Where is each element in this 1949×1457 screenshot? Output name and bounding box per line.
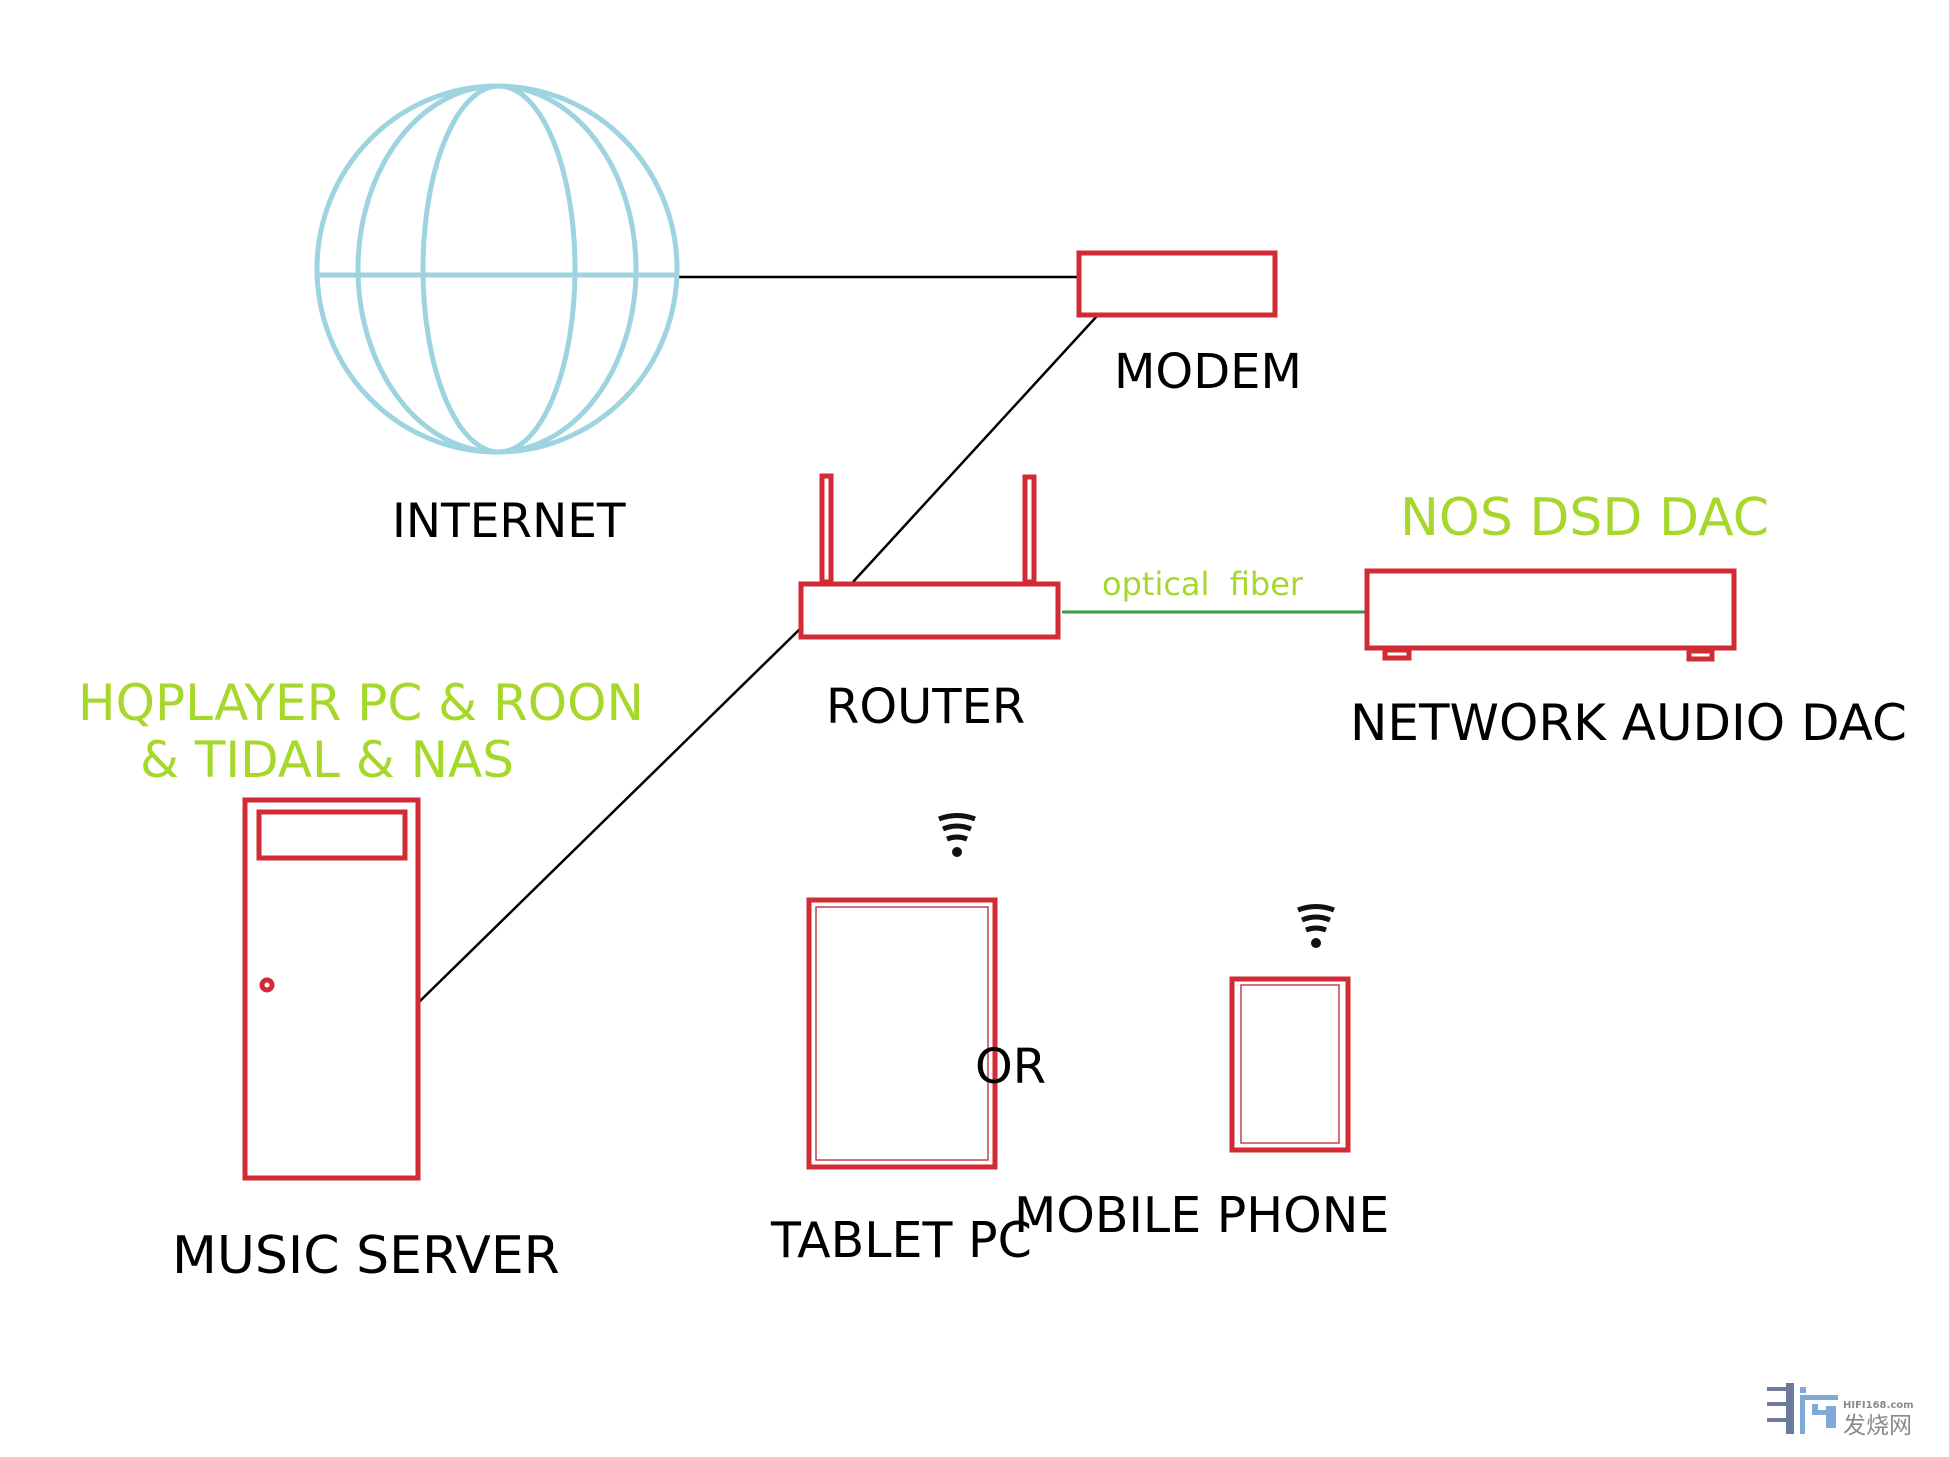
or-separator: OR [975, 1039, 1046, 1095]
router-icon [798, 473, 1061, 640]
dac-node[interactable]: NOS DSD DAC NETWORK AUDIO DAC [1350, 488, 1907, 752]
music-server-node[interactable]: HQPLAYER PC & ROON & TIDAL & NAS MUSIC S… [78, 674, 644, 1286]
modem-label: MODEM [1114, 344, 1302, 400]
wifi-icon [1297, 904, 1335, 948]
modem-node[interactable]: MODEM [1076, 250, 1302, 400]
globe-icon [314, 83, 680, 455]
wifi-icon [938, 813, 976, 857]
watermark-logo: HIFI168.com 发烧网 [1767, 1383, 1914, 1439]
router-label: ROUTER [826, 679, 1025, 735]
tablet-label: TABLET PC [770, 1212, 1032, 1269]
tablet-icon [806, 897, 998, 1170]
optical-fiber-label: optical fiber [1102, 565, 1304, 603]
phone-node[interactable]: MOBILE PHONE [1014, 904, 1389, 1245]
router-node[interactable]: ROUTER [798, 473, 1061, 735]
router-server-line [418, 625, 804, 1003]
hifi168-logo-icon [1767, 1383, 1838, 1434]
music-server-label: MUSIC SERVER [172, 1226, 560, 1286]
music-server-caption-line1: HQPLAYER PC & ROON [78, 674, 644, 732]
music-server-caption-line2: & TIDAL & NAS [140, 731, 514, 789]
pc-tower-icon [242, 797, 421, 1181]
internet-label: INTERNET [392, 494, 626, 549]
modem-router-line [852, 315, 1098, 583]
phone-label: MOBILE PHONE [1014, 1187, 1389, 1244]
tablet-node[interactable]: TABLET PC [770, 813, 1032, 1270]
dac-icon [1364, 568, 1737, 662]
modem-icon [1076, 250, 1278, 318]
watermark-site: HIFI168.com [1843, 1400, 1914, 1411]
dac-caption: NOS DSD DAC [1400, 488, 1769, 548]
phone-icon [1229, 976, 1351, 1153]
dac-label: NETWORK AUDIO DAC [1350, 694, 1907, 752]
internet-node[interactable]: INTERNET [314, 83, 680, 549]
connections [418, 275, 1366, 1003]
watermark-name: 发烧网 [1843, 1413, 1912, 1439]
